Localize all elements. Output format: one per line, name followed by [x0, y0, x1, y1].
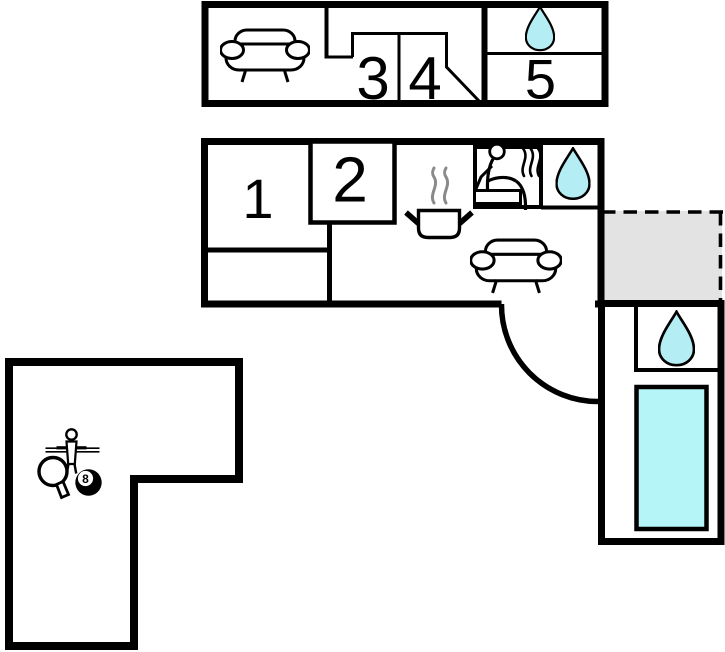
pot-steam-icon: [430, 166, 438, 205]
pot-handle: [404, 210, 421, 226]
room-label-4: 4: [408, 45, 441, 112]
room-label-3: 3: [356, 45, 389, 112]
pot-steam-icon: [442, 166, 450, 205]
building-upper: 3 4 5: [201, 1, 609, 112]
cooking-pot-icon: [404, 166, 474, 240]
steam-icon: [528, 139, 535, 178]
swimming-pool: [634, 384, 709, 532]
sauna-person-icon: [473, 142, 528, 211]
door-swing-arc: [498, 303, 599, 405]
ball-8-label: 8: [82, 472, 89, 486]
building-game-room: 8: [5, 358, 243, 650]
pot-handle: [457, 210, 474, 226]
room-2-walls: [308, 139, 397, 225]
room-label-1: 1: [242, 167, 273, 230]
steam-icon: [520, 139, 527, 178]
room-3-4-walls: [351, 32, 482, 104]
door-opening: [501, 296, 595, 309]
terrace-area: [602, 210, 723, 301]
sauna-bench: [473, 189, 522, 205]
room-label-5: 5: [525, 48, 556, 111]
steam-icon: [535, 139, 542, 178]
building-pool-wing: [598, 300, 725, 545]
billiard-8-ball-icon: 8: [75, 469, 102, 496]
terrace-floor: [604, 211, 722, 301]
foosball-player-icon: [45, 428, 100, 474]
room-label-2: 2: [332, 144, 368, 216]
building-main: 1 2: [201, 138, 605, 405]
table-tennis-paddle-icon: [37, 455, 71, 500]
sauna-icon: [473, 139, 543, 211]
pot-body: [416, 208, 462, 240]
